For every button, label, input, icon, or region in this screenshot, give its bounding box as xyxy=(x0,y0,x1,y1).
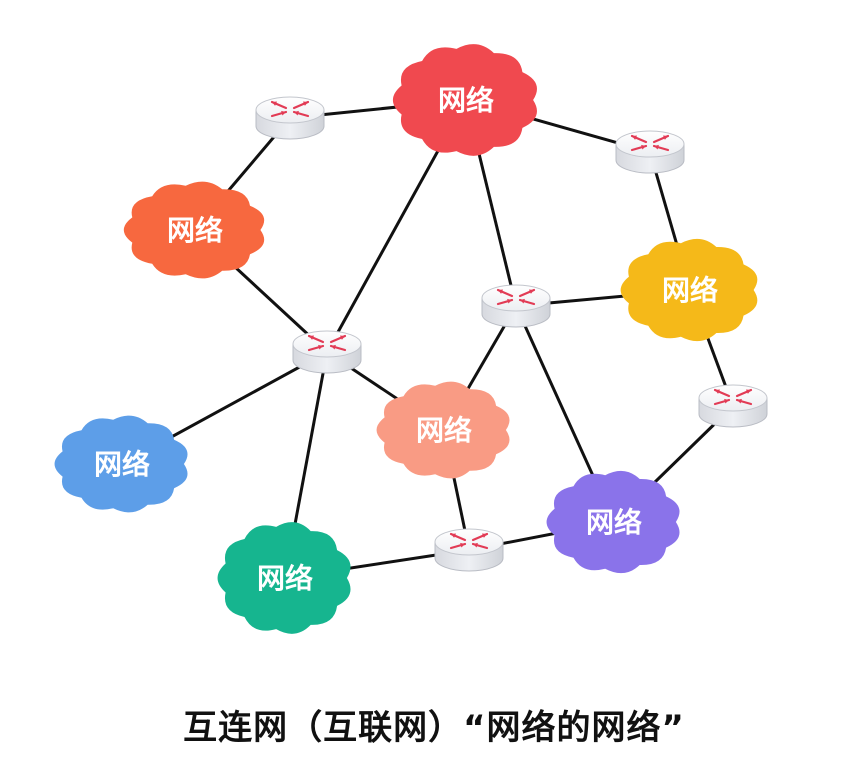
router-r1 xyxy=(255,96,325,140)
router-r6 xyxy=(434,528,504,572)
network-cloud-red: 网络 xyxy=(392,44,537,156)
cloud-shape xyxy=(217,522,351,634)
routers-layer xyxy=(255,96,768,572)
cloud-shape xyxy=(392,44,537,156)
router-r2 xyxy=(615,130,685,174)
router-arrows-icon xyxy=(496,288,536,306)
network-label: 网络 xyxy=(257,562,313,595)
cloud-shape xyxy=(620,238,758,342)
cloud-shape xyxy=(546,470,680,574)
network-label: 网络 xyxy=(662,274,718,307)
network-label: 网络 xyxy=(94,448,150,481)
router-arrows-icon xyxy=(449,532,489,550)
diagram-caption: 互连网（互联网）“网络的网络” xyxy=(183,708,685,748)
network-cloud-orange: 网络 xyxy=(123,181,265,279)
cloud-shape xyxy=(123,181,265,279)
router-arrows-icon xyxy=(270,100,310,118)
router-r3 xyxy=(292,330,362,374)
network-label: 网络 xyxy=(586,506,642,539)
network-cloud-salmon: 网络 xyxy=(376,381,510,479)
cloud-shape xyxy=(54,415,188,513)
router-r5 xyxy=(698,384,768,428)
network-label: 网络 xyxy=(416,414,472,447)
router-arrows-icon xyxy=(307,334,347,352)
router-arrows-icon xyxy=(713,388,753,406)
router-r4 xyxy=(481,284,551,328)
cloud-shape xyxy=(376,381,510,479)
network-label: 网络 xyxy=(167,214,223,247)
network-label: 网络 xyxy=(438,84,494,117)
router-arrows-icon xyxy=(630,134,670,152)
network-cloud-blue: 网络 xyxy=(54,415,188,513)
network-cloud-purple: 网络 xyxy=(546,470,680,574)
network-cloud-yellow: 网络 xyxy=(620,238,758,342)
network-cloud-green: 网络 xyxy=(217,522,351,634)
